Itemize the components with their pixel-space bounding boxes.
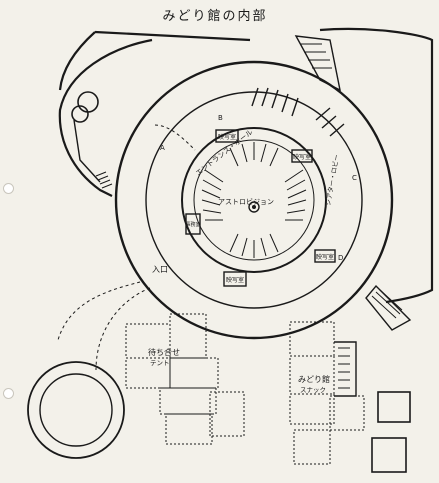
rotunda-inner-corridor <box>145 91 363 309</box>
room-west-label: 事務室 <box>185 221 200 228</box>
room-north <box>215 129 239 143</box>
room-south <box>223 271 247 287</box>
waiting-label: 待ち合せ <box>148 347 180 357</box>
southeast-stair-treads <box>371 289 403 319</box>
outer-wall-northwest <box>58 31 96 91</box>
snack-area <box>289 321 365 465</box>
rotunda-outer-wall <box>114 60 394 340</box>
north-radial-walls <box>251 87 299 117</box>
central-projector <box>248 201 260 213</box>
room-south-label: 映写室 <box>226 276 244 284</box>
west-stairs <box>95 171 113 189</box>
kiosk-box-2 <box>371 437 407 473</box>
room-northeast <box>291 149 313 163</box>
tower-bump-1 <box>77 91 99 113</box>
snack-stair <box>338 347 350 389</box>
marker-c: C <box>352 174 357 182</box>
marker-a: A <box>160 144 165 152</box>
entrance-label: 入口 <box>152 265 168 274</box>
theater-wall <box>181 127 327 273</box>
approach-path-1 <box>95 287 151 371</box>
central-projector-core <box>252 205 256 209</box>
room-north-label: 映写室 <box>218 133 236 141</box>
theater-lobby-label: シアター・ロビー <box>323 154 341 207</box>
west-stair-rail <box>73 119 101 183</box>
plaza-inner-ring <box>39 373 113 447</box>
marker-d: D <box>338 254 343 262</box>
page-title: みどり館の内部 <box>162 8 267 24</box>
snack-sub-label: スナック <box>300 386 326 394</box>
outer-wall-east <box>319 27 434 304</box>
approach-path-3 <box>154 124 196 151</box>
plaza-outer-ring <box>27 361 125 459</box>
room-northeast-label: 映写室 <box>293 153 311 161</box>
northeast-tower <box>294 35 341 92</box>
room-southeast <box>314 249 336 263</box>
kiosk-box-1 <box>377 391 411 423</box>
room-west <box>185 213 201 235</box>
astrovision-label: アストロビジョン <box>218 197 274 206</box>
northeast-radial-walls <box>315 107 345 137</box>
snack-name-label: みどり館 <box>298 374 330 384</box>
punch-hole-top <box>3 183 14 194</box>
southeast-stairs <box>365 284 412 331</box>
room-southeast-label: 映写室 <box>316 253 334 261</box>
punch-hole-bottom <box>3 388 14 399</box>
tower-bump-2 <box>71 105 89 123</box>
tent-label: テント <box>150 359 170 367</box>
outer-wall-west <box>58 38 153 197</box>
northeast-stairs <box>300 43 332 69</box>
waiting-area <box>125 313 245 445</box>
marker-b: B <box>218 114 223 122</box>
approach-path-2 <box>57 281 141 341</box>
outer-wall-north <box>94 30 251 42</box>
theater-seating <box>201 142 307 258</box>
snack-building-core <box>334 341 357 397</box>
theater-seating-ring <box>193 139 315 261</box>
